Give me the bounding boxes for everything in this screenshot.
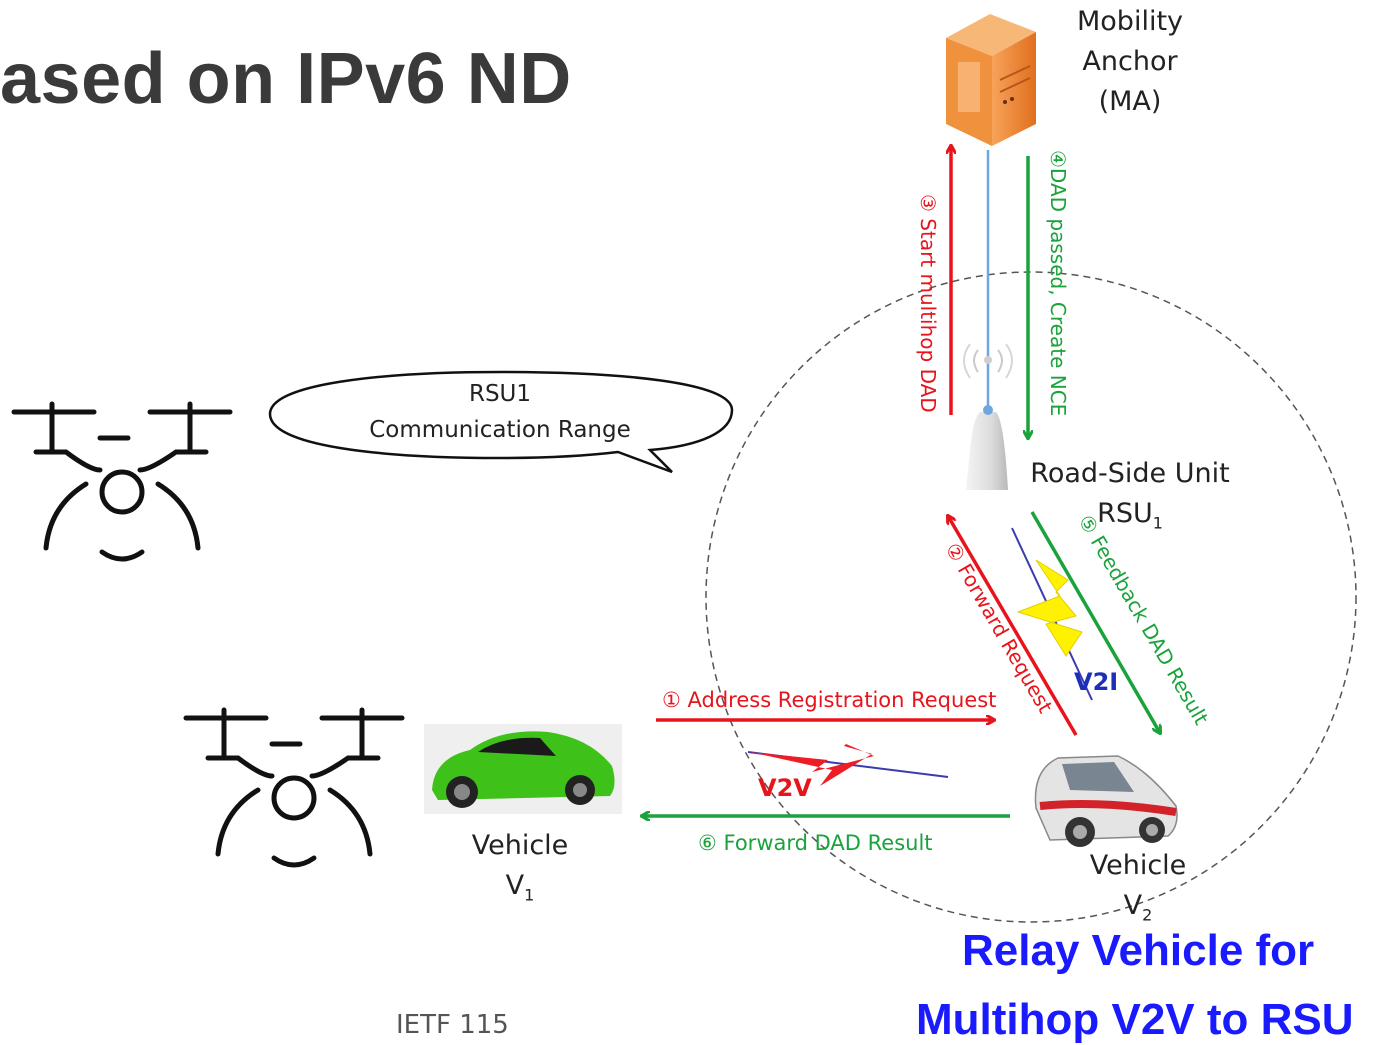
arrow-forward-request xyxy=(948,516,1078,736)
slide-title: ased on IPv6 ND xyxy=(0,39,572,119)
rsu-range-circle xyxy=(705,271,1357,923)
drone-icon xyxy=(11,401,233,562)
vehicle2-label-line1: Vehicle xyxy=(1089,850,1187,881)
vehicle2-car-icon xyxy=(1034,755,1178,847)
step3-label: ③ Start multihop DAD xyxy=(916,194,940,413)
vehicle1-label-line2: V1 xyxy=(505,870,535,905)
v2v-label: V2V xyxy=(758,774,812,802)
vehicle1-car-icon xyxy=(424,724,622,814)
step4-label: ④DAD passed, Create NCE xyxy=(1046,150,1070,416)
v2i-label: V2I xyxy=(1074,668,1118,696)
rsu-label-line2: RSU1 xyxy=(1097,498,1163,533)
server-icon xyxy=(946,14,1036,146)
ma-label-line3: (MA) xyxy=(1098,86,1162,117)
footer-label: IETF 115 xyxy=(396,1010,509,1040)
ma-label-line1: Mobility xyxy=(1076,6,1184,37)
vehicle2-label-line2: V2 xyxy=(1123,890,1153,925)
vehicle1-label-line1: Vehicle xyxy=(471,830,569,861)
step1-label: ① Address Registration Request xyxy=(662,688,996,712)
bubble-text: RSU1 Communication Range xyxy=(340,376,660,448)
vehicle1-label: Vehicle V1 xyxy=(440,826,600,915)
rsu-label: Road-Side Unit RSU1 xyxy=(1022,454,1238,543)
vehicle2-label: Vehicle V2 xyxy=(1058,846,1218,935)
rsu-label-line1: Road-Side Unit xyxy=(1030,458,1230,489)
ma-label-line2: Anchor xyxy=(1082,46,1178,77)
relay-caption-line2: Multihop V2V to RSU xyxy=(916,995,1354,1044)
bubble-line2: Communication Range xyxy=(369,417,631,443)
step6-label: ⑥ Forward DAD Result xyxy=(698,831,933,855)
v2i-lightning-icon xyxy=(1011,527,1093,701)
rsu-antenna-icon xyxy=(963,343,1013,490)
drone-icon xyxy=(183,707,405,868)
bubble-line1: RSU1 xyxy=(468,381,532,407)
range-speech-bubble xyxy=(268,370,734,474)
ma-label: Mobility Anchor (MA) xyxy=(1050,2,1210,122)
relay-caption-line1: Relay Vehicle for xyxy=(962,926,1315,975)
arrow-feedback-result xyxy=(1030,511,1160,733)
v2v-lightning-icon xyxy=(747,744,949,786)
